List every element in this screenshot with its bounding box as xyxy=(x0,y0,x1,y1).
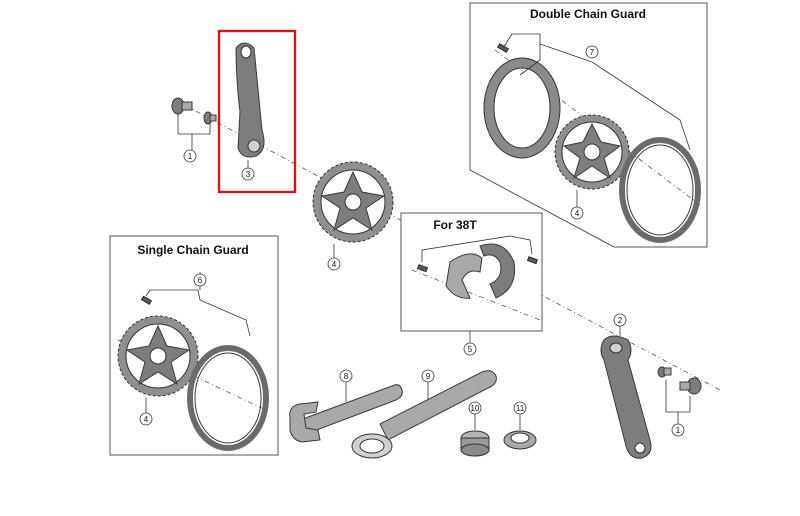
chainring-center: 4 xyxy=(312,161,394,271)
tool-lockring-10: 10 xyxy=(460,401,490,457)
for-38t-title: For 38T xyxy=(433,218,477,232)
selected-part-highlight xyxy=(217,29,297,194)
callout-2: 2 xyxy=(618,316,623,325)
callout-11: 11 xyxy=(516,404,525,413)
chain-guard-plate-rear xyxy=(483,57,561,159)
single-chain-guard-panel: Single Chain Guard 6 4 xyxy=(109,235,279,456)
tool-bb-wrench-8: 8 xyxy=(289,369,403,443)
single-chain-guard-title: Single Chain Guard xyxy=(137,243,248,257)
double-chain-guard-title: Double Chain Guard xyxy=(530,7,646,21)
crank-bolt-right: 1 xyxy=(657,366,702,437)
double-chain-guard-panel: Double Chain Guard 7 4 xyxy=(469,2,708,248)
chainring-double xyxy=(554,114,630,190)
callout-4-double: 4 xyxy=(575,209,580,218)
right-crank-arm: 2 xyxy=(600,313,652,459)
callout-7: 7 xyxy=(590,48,595,57)
left-crank-arm: 3 xyxy=(235,42,265,181)
callout-9: 9 xyxy=(426,372,431,381)
chain-guard-ring-single xyxy=(187,345,269,451)
for-38t-panel: For 38T 5 xyxy=(400,212,543,356)
callout-4-single: 4 xyxy=(144,415,149,424)
callout-8: 8 xyxy=(344,372,349,381)
callout-5: 5 xyxy=(468,345,473,354)
spacer-plates xyxy=(445,243,516,299)
callout-3: 3 xyxy=(246,170,251,179)
chain-guard-ring-front xyxy=(619,137,701,243)
tool-ring-11: 11 xyxy=(503,401,537,450)
crank-bolt-left: 1 xyxy=(171,97,217,163)
callout-1-right: 1 xyxy=(676,426,681,435)
callout-6: 6 xyxy=(198,276,203,285)
callout-10: 10 xyxy=(471,404,480,413)
tool-crank-wrench-9: 9 xyxy=(351,369,497,459)
chainring-single xyxy=(117,315,199,397)
callout-1-left: 1 xyxy=(188,152,193,161)
callout-4-center: 4 xyxy=(332,260,337,269)
